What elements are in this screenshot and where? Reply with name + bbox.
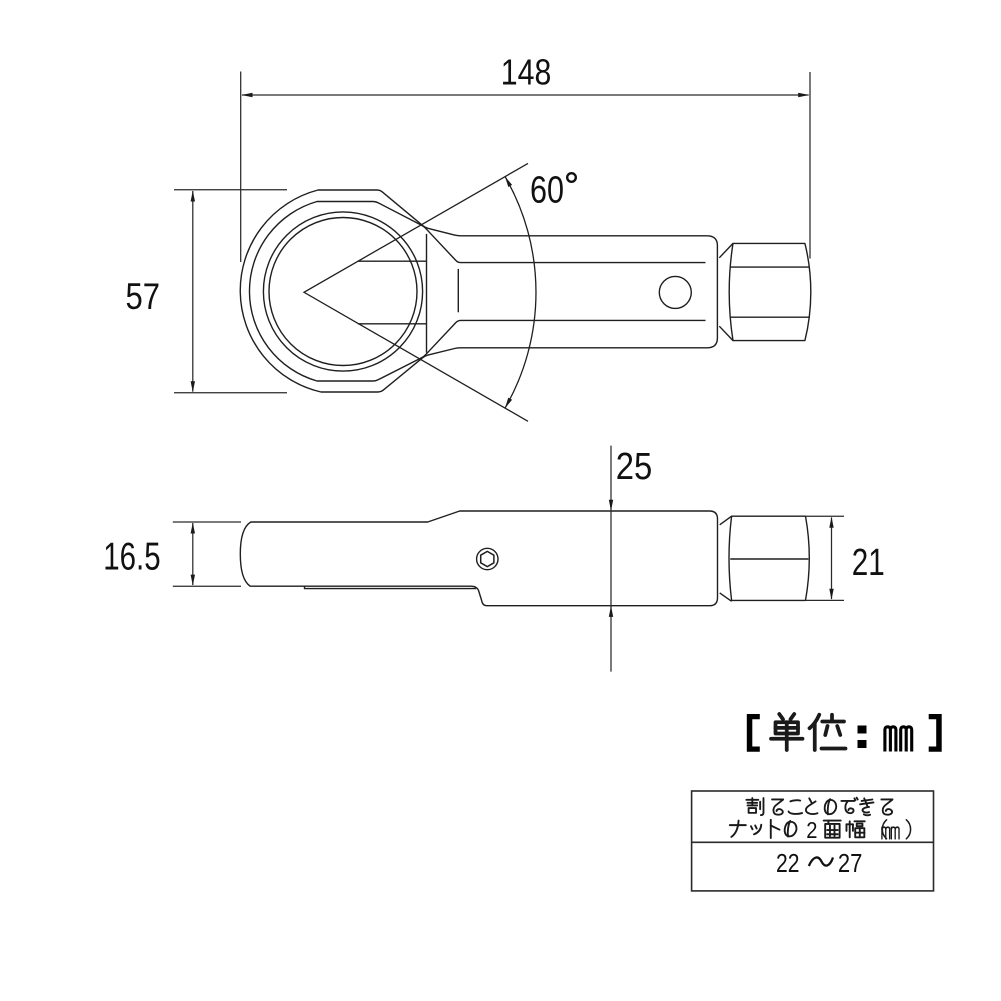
svg-text:27: 27 [838,850,863,878]
svg-text:22: 22 [776,850,800,878]
svg-text:60: 60 [530,170,564,212]
svg-text:57: 57 [126,275,161,317]
svg-text:2: 2 [806,817,817,843]
svg-text:25: 25 [616,446,653,488]
svg-text:148: 148 [501,52,552,93]
svg-text:21: 21 [852,542,885,584]
svg-text:16.5: 16.5 [103,536,160,579]
